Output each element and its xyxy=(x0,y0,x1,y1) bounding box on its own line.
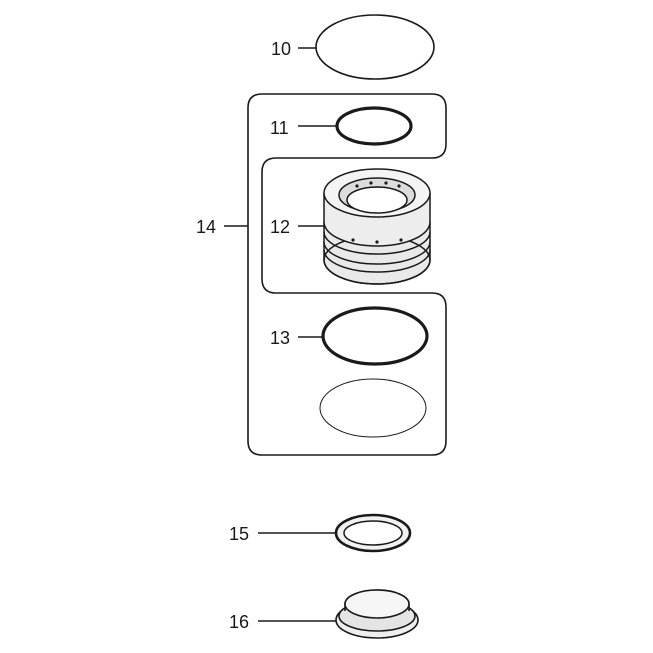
part-15-washer xyxy=(334,513,412,553)
callout-13: 13 xyxy=(270,328,290,348)
part-13-o-ring xyxy=(321,306,429,366)
callout-10: 10 xyxy=(271,39,291,59)
part-11-o-ring xyxy=(335,106,413,146)
callout-11: 11 xyxy=(270,118,289,138)
part-16-cap xyxy=(335,589,419,639)
callout-16: 16 xyxy=(229,612,249,632)
callout-12: 12 xyxy=(270,217,290,237)
assembly-14-bracket xyxy=(247,93,447,456)
assembly-14-disc xyxy=(319,378,427,438)
part-10-disc xyxy=(315,14,435,80)
callout-15: 15 xyxy=(229,524,249,544)
callout-14: 14 xyxy=(196,217,216,237)
part-12-mechanical-seal xyxy=(323,168,431,285)
